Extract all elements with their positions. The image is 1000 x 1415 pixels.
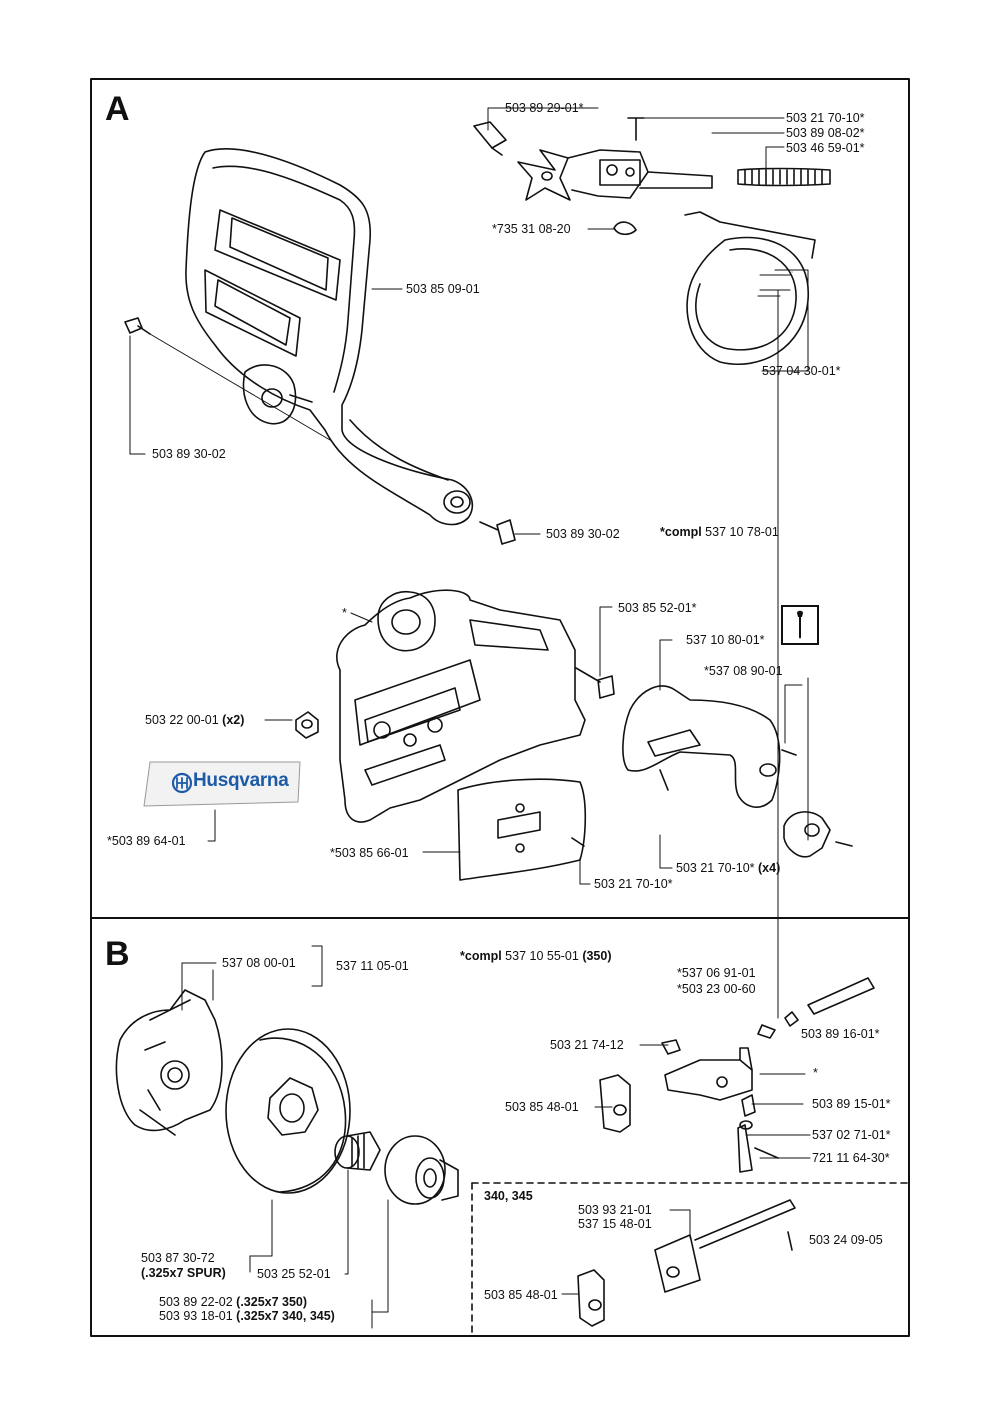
part-label: 503 93 21-01 (578, 1203, 652, 1217)
tool-wrench-icon (781, 605, 819, 645)
part-label: 503 89 30-02 (546, 527, 620, 541)
chain-catcher-part (622, 685, 797, 808)
part-number: 503 22 00-01 (145, 713, 223, 727)
part-spec: (.325x7 SPUR) (141, 1266, 226, 1280)
part-label: 503 93 18-01 (.325x7 340, 345) (159, 1309, 335, 1323)
models-label: 340, 345 (484, 1189, 533, 1203)
leader-lines-b (181, 269, 811, 1329)
part-label: 721 11 64-30* (812, 1151, 890, 1165)
oil-pump-part (599, 977, 875, 1173)
part-spec-text: (.325x7 340, 345) (236, 1309, 335, 1323)
leader-lines-a (129, 107, 809, 885)
section-letter-a: A (105, 90, 130, 128)
bolt-part (575, 667, 615, 699)
compl-model: (350) (582, 949, 612, 963)
part-label: 503 21 70-10* (x4) (676, 861, 780, 875)
part-label: 537 15 48-01 (578, 1217, 652, 1231)
part-label: 503 85 48-01 (505, 1100, 579, 1114)
part-spec-text: (.325x7 350) (236, 1295, 308, 1309)
brake-band-part (684, 211, 816, 366)
part-label: 503 89 08-02* (786, 126, 865, 140)
part-label: 537 02 71-01* (812, 1128, 891, 1142)
part-qty: (x4) (758, 861, 781, 875)
part-label: 537 04 30-01* (762, 364, 841, 378)
part-label: 503 87 30-72 (141, 1251, 215, 1265)
part-label: 503 89 30-02 (152, 447, 226, 461)
guide-plate-part (457, 778, 587, 881)
part-label: 503 85 09-01 (406, 282, 480, 296)
part-label: 503 24 09-05 (809, 1233, 883, 1247)
part-number: 503 21 70-10* (676, 861, 759, 875)
washer-part (384, 1135, 459, 1205)
part-number: 503 93 18-01 (159, 1309, 237, 1323)
part-label: 503 21 70-10* (786, 111, 865, 125)
part-qty: (x2) (222, 713, 245, 727)
part-label: 537 11 05-01 (336, 959, 409, 973)
part-label: 503 21 70-10* (594, 877, 673, 891)
part-label: 503 21 74-12 (550, 1038, 624, 1052)
part-label: 503 89 15-01* (812, 1097, 891, 1111)
clutch-part (115, 989, 223, 1136)
wrench-icon (797, 610, 803, 639)
needle-bearing-part (334, 1131, 381, 1171)
section-letter-b: B (105, 935, 130, 973)
hand-guard-part (185, 148, 474, 526)
diagram-frame (90, 78, 910, 1337)
part-label: *503 23 00-60 (677, 982, 756, 996)
part-label: 537 08 00-01 (222, 956, 296, 970)
part-label: 537 10 80-01* (686, 633, 765, 647)
part-label: 503 85 52-01* (618, 601, 697, 615)
nut-part (295, 711, 319, 739)
husqvarna-badge (143, 761, 301, 807)
clutch-drum-part (225, 1028, 351, 1194)
catcher-block-part (783, 811, 853, 858)
star-label: * (342, 606, 347, 620)
part-label: *503 89 64-01 (107, 834, 186, 848)
compl-number: 537 10 78-01 (701, 525, 779, 539)
pump-variant-part (577, 1199, 796, 1327)
part-label: 503 22 00-01 (x2) (145, 713, 244, 727)
part-label: *537 08 90-01 (704, 664, 783, 678)
star-label: * (813, 1066, 818, 1080)
part-number: 503 89 22-02 (159, 1295, 237, 1309)
part-label: 503 46 59-01* (786, 141, 865, 155)
part-label: *503 85 66-01 (330, 846, 409, 860)
part-label: 503 89 16-01* (801, 1027, 880, 1041)
part-label: 503 89 22-02 (.325x7 350) (159, 1295, 307, 1309)
part-label: *537 06 91-01 (677, 966, 756, 980)
compl-prefix: *compl (660, 525, 702, 539)
part-label: 503 25 52-01 (257, 1267, 331, 1281)
screw-part (124, 317, 331, 441)
compl-number: 537 10 55-01 (501, 949, 583, 963)
part-label: 503 85 48-01 (484, 1288, 558, 1302)
clutch-cover-part (336, 589, 586, 823)
models-text: 340, 345 (484, 1189, 533, 1203)
screw-part (479, 519, 516, 545)
part-label: 503 89 29-01* (505, 101, 584, 115)
part-label: *735 31 08-20 (492, 222, 571, 236)
compl-prefix: *compl (460, 949, 502, 963)
brake-lever-part (473, 117, 831, 236)
part-spec-text: (.325x7 SPUR) (141, 1266, 226, 1280)
compl-label-a: *compl 537 10 78-01 (660, 525, 779, 539)
husqvarna-logo-text: Husqvarna (193, 770, 289, 791)
compl-label-b: *compl 537 10 55-01 (350) (460, 949, 612, 963)
